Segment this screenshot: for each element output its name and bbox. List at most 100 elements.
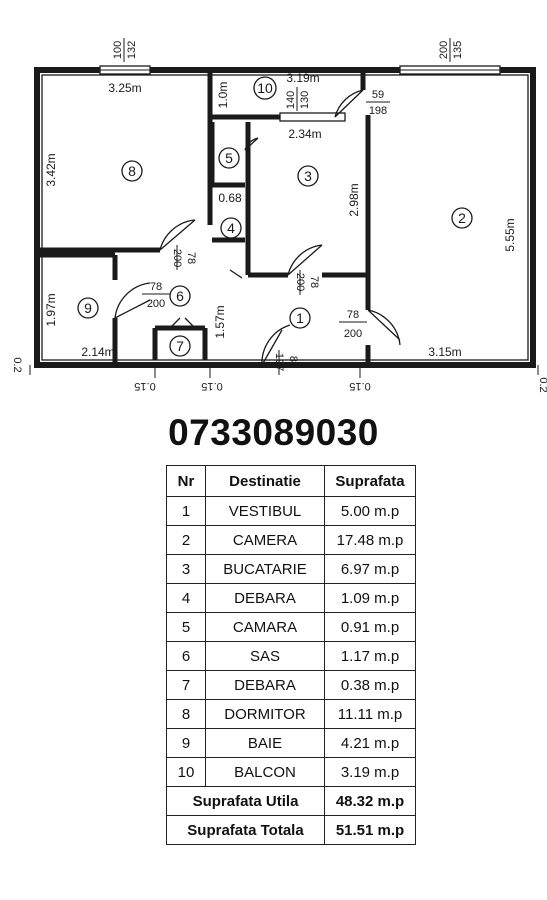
total-row-totala: Suprafata Totala 51.51 m.p — [166, 815, 416, 845]
room-9-number: 9 — [84, 300, 92, 316]
cell-nr: 2 — [166, 525, 206, 555]
cell-nr: 8 — [166, 699, 206, 729]
room-8-height: 3.42m — [44, 153, 58, 186]
window-4-width: 59 — [372, 89, 384, 101]
cell-suprafata: 1.09 m.p — [324, 583, 416, 613]
room-7-number: 7 — [176, 338, 184, 354]
total-row-utila: Suprafata Utila 48.32 m.p — [166, 786, 416, 816]
cell-suprafata: 1.17 m.p — [324, 641, 416, 671]
total-value: 51.51 m.p — [324, 815, 416, 845]
cell-destinatie: DORMITOR — [205, 699, 325, 729]
cell-suprafata: 0.38 m.p — [324, 670, 416, 700]
phone-number: 0733089030 — [168, 412, 379, 453]
room-5-number: 5 — [225, 150, 233, 166]
room-4-width: 0.68 — [218, 191, 242, 205]
window-1-width: 100 — [112, 41, 124, 59]
cell-nr: 9 — [166, 728, 206, 758]
window-3-width: 140 — [285, 91, 297, 109]
door-5-width: 84 — [287, 356, 299, 368]
wall-mark-3: 0.15 — [349, 380, 370, 392]
wall-mark-1: 0.15 — [134, 380, 155, 392]
window-1-height: 132 — [126, 41, 138, 59]
door-3-width: 78 — [308, 276, 320, 288]
cell-nr: 5 — [166, 612, 206, 642]
room-dimensions: 5.55m 3.15m 2.34m 2.98m 0.68 3.25m 3.42m… — [44, 71, 517, 359]
cell-nr: 6 — [166, 641, 206, 671]
outer-walls — [34, 67, 536, 368]
hall-height: 1.57m — [213, 305, 227, 338]
cell-suprafata: 3.19 m.p — [324, 757, 416, 787]
cell-nr: 7 — [166, 670, 206, 700]
header-suprafata: Suprafata — [324, 465, 416, 497]
total-value: 48.32 m.p — [324, 786, 416, 816]
total-label: Suprafata Utila — [166, 786, 325, 816]
cell-destinatie: SAS — [205, 641, 325, 671]
room-10-number: 10 — [257, 80, 273, 96]
window-3-height: 130 — [299, 91, 311, 109]
room-6-number: 6 — [176, 288, 184, 304]
room-2-width: 3.15m — [428, 345, 461, 359]
door-4-height: 200 — [344, 328, 362, 340]
room-2-number: 2 — [458, 210, 466, 226]
door-1-width: 78 — [185, 252, 197, 264]
cell-destinatie: BALCON — [205, 757, 325, 787]
cell-nr: 10 — [166, 757, 206, 787]
windows — [99, 65, 501, 122]
door-labels: 78 200 78 200 78 200 78 200 84 197 — [142, 245, 367, 375]
room-3-width: 2.34m — [288, 127, 321, 141]
cell-suprafata: 6.97 m.p — [324, 554, 416, 584]
cell-destinatie: DEBARA — [205, 583, 325, 613]
room-10-height: 1.0m — [216, 82, 230, 109]
room-9-width: 2.14m — [81, 345, 114, 359]
room-1-number: 1 — [296, 310, 304, 326]
wall-mark-2: 0.15 — [201, 380, 222, 392]
cell-destinatie: VESTIBUL — [205, 496, 325, 526]
door-2-width: 78 — [150, 281, 162, 293]
cell-suprafata: 11.11 m.p — [324, 699, 416, 729]
cell-destinatie: CAMERA — [205, 525, 325, 555]
cell-suprafata: 17.48 m.p — [324, 525, 416, 555]
cell-suprafata: 5.00 m.p — [324, 496, 416, 526]
wall-mark-right: 0.2 — [537, 377, 547, 392]
wall-ticks — [29, 365, 539, 378]
cell-destinatie: CAMARA — [205, 612, 325, 642]
room-8-number: 8 — [128, 163, 136, 179]
cell-suprafata: 0.91 m.p — [324, 612, 416, 642]
cell-destinatie: BAIE — [205, 728, 325, 758]
room-4-number: 4 — [227, 220, 235, 236]
wall-mark-left: 0.2 — [11, 357, 23, 372]
window-labels: 100 132 200 135 140 130 59 198 — [112, 38, 464, 117]
doors — [114, 89, 401, 366]
cell-nr: 3 — [166, 554, 206, 584]
room-9-height: 1.97m — [44, 293, 58, 326]
room-8-width: 3.25m — [108, 81, 141, 95]
door-4-width: 78 — [347, 309, 359, 321]
wall-thickness-labels: 0.2 0.15 0.15 0.15 0.2 — [11, 357, 547, 392]
door-2-height: 200 — [147, 298, 165, 310]
room-markers: 1 2 3 4 5 6 7 8 9 10 — [77, 76, 473, 357]
cell-destinatie: DEBARA — [205, 670, 325, 700]
room-3-number: 3 — [304, 168, 312, 184]
cell-nr: 4 — [166, 583, 206, 613]
cell-destinatie: BUCATARIE — [205, 554, 325, 584]
table-header-row: Nr Destinatie Suprafata — [166, 465, 416, 497]
interior-walls — [37, 70, 371, 365]
header-nr: Nr — [166, 465, 206, 497]
header-destinatie: Destinatie — [205, 465, 325, 497]
floor-plan: 1 2 3 4 5 6 7 8 9 10 5.55m 3.15m 2.34m 2… — [11, 38, 547, 393]
cell-suprafata: 4.21 m.p — [324, 728, 416, 758]
room-3-height: 2.98m — [347, 183, 361, 216]
window-2-width: 200 — [438, 41, 450, 59]
room-10-width: 3.19m — [286, 71, 319, 85]
